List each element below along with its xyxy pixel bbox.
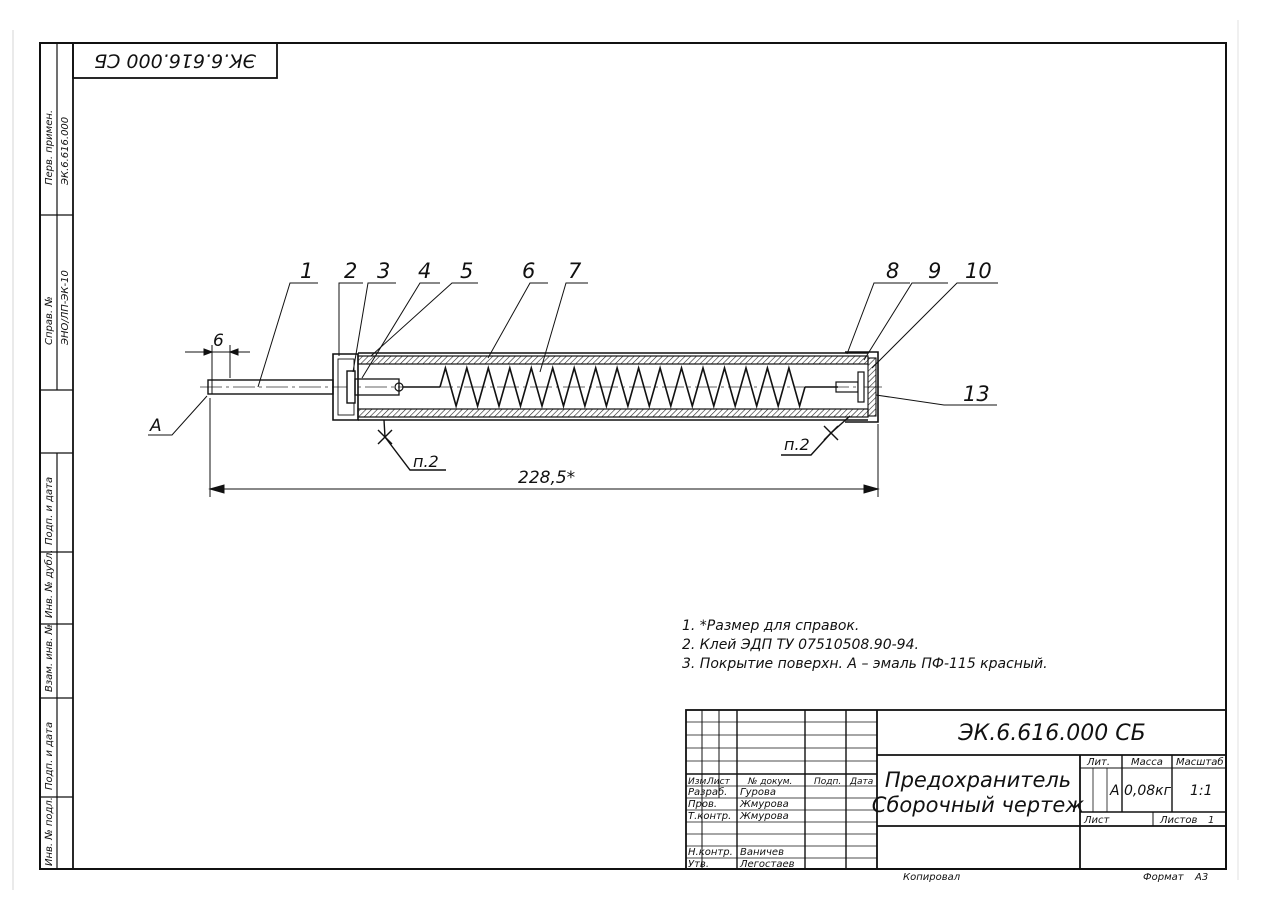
name-tkontr: Жмурова: [739, 811, 789, 822]
callout-numbers: 1 2 3 4 5 6 7 8 9 10 13: [300, 259, 992, 406]
role-utv: Утв.: [688, 859, 709, 870]
hdr-data: Дата: [849, 777, 873, 787]
right-cap-hatched: [867, 357, 877, 417]
callout-3: 3: [377, 259, 390, 283]
title-name-line1: Предохранитель: [885, 768, 1071, 792]
rotated-document-number: ЭК.6.616.000 СБ: [94, 50, 257, 72]
format-label: Формат: [1143, 872, 1185, 883]
leader-5: [370, 282, 478, 357]
inv-podl-label: Инв. № подл.: [44, 797, 55, 866]
title-block-headers: Изм. Лист № докум. Подп. Дата: [688, 777, 873, 787]
sheets-label: Листов: [1159, 815, 1197, 826]
callout-7: 7: [568, 259, 582, 283]
leader-9: [863, 282, 948, 361]
podp-data-label-1: Подп. и дата: [44, 477, 55, 545]
scale-value: 1:1: [1190, 783, 1213, 799]
inv-dubl-label: Инв. № дубл.: [43, 550, 55, 618]
glue-mark-left-label: п.2: [413, 452, 439, 471]
scale-label: Масштаб: [1176, 756, 1224, 768]
plunger-disc: [346, 370, 356, 404]
callout-leaders: [257, 282, 998, 406]
dimensions: [148, 345, 880, 497]
glue-mark-left: [377, 419, 446, 471]
sprav-value: ЭНО/ЛП-ЭК-10: [60, 270, 71, 346]
name-prov: Жмурова: [739, 799, 789, 810]
leader-13: [875, 394, 997, 406]
name-nkontr: Ваничев: [740, 847, 784, 858]
leader-10: [871, 282, 998, 369]
tube-wall-top: [357, 355, 869, 365]
dim6-arrow-right: [228, 348, 239, 356]
dim-6-label: 6: [213, 331, 224, 351]
leader-8: [846, 282, 910, 355]
vzam-inv-label: Взам. инв. №: [44, 624, 55, 692]
lit-value: А: [1109, 783, 1120, 799]
title-name-line2: Сборочный чертеж: [872, 793, 1084, 817]
role-prov: Пров.: [688, 799, 717, 810]
sheets-value: 1: [1208, 815, 1214, 826]
name-razrab: Гурова: [740, 787, 776, 798]
perv-primen-value: ЭК.6.616.000: [60, 117, 71, 186]
leader-6: [487, 282, 548, 359]
footer: Копировал Формат А3: [903, 872, 1208, 883]
note-3: 3. Покрытие поверхн. А – эмаль ПФ-115 кр…: [682, 656, 1048, 672]
sheet-label: Лист: [1083, 815, 1111, 826]
tube-wall-bottom: [357, 408, 869, 418]
right-cap: [845, 351, 879, 423]
callout-9: 9: [928, 259, 941, 283]
format-value: А3: [1194, 872, 1208, 883]
hdr-izm: Изм.: [688, 777, 709, 787]
callout-13: 13: [963, 382, 990, 406]
callout-2: 2: [344, 259, 357, 283]
surface-a-leader: [148, 395, 208, 436]
callout-4: 4: [418, 259, 431, 283]
overall-arrow-left: [208, 484, 225, 494]
hdr-list: Лист: [706, 777, 731, 787]
technical-notes: 1. *Размер для справок. 2. Клей ЭДП ТУ 0…: [682, 618, 1048, 672]
note-1: 1. *Размер для справок.: [682, 618, 859, 634]
outer-frame: [39, 42, 1227, 870]
rotated-number-box: [72, 42, 278, 79]
callout-6: 6: [522, 259, 535, 283]
hdr-doc: № докум.: [747, 777, 792, 787]
plunger-body: [354, 378, 400, 396]
podp-data-label-2: Подп. и дата: [44, 722, 55, 790]
perv-primen-label: Перв. примен.: [44, 110, 55, 185]
leader-2: [338, 282, 363, 356]
glue-mark-right-label: п.2: [784, 435, 810, 454]
leader-1: [257, 282, 318, 388]
dim-overall-label: 228,5*: [518, 468, 575, 488]
dim6-arrow-left: [203, 348, 214, 356]
glue-mark-right: [781, 415, 851, 456]
fuse-assembly: [200, 351, 885, 423]
hdr-podp: Подп.: [814, 777, 841, 787]
mass-value: 0,08кг: [1124, 783, 1172, 799]
leader-3: [352, 282, 396, 373]
callout-1: 1: [300, 259, 313, 283]
role-nkontr: Н.контр.: [688, 847, 733, 858]
copied-label: Копировал: [903, 872, 961, 883]
note-2: 2. Клей ЭДП ТУ 07510508.90-94.: [682, 637, 919, 653]
signature-rows: Разраб. Гурова Пров. Жмурова Т.контр. Жм…: [688, 786, 795, 870]
role-razrab: Разраб.: [688, 786, 727, 798]
lit-label: Лит.: [1086, 757, 1110, 768]
callout-10: 10: [965, 259, 992, 283]
leader-7: [539, 282, 588, 373]
spring: [439, 365, 806, 409]
role-tkontr: Т.контр.: [688, 811, 731, 822]
right-cap-plate: [857, 371, 865, 403]
title-block: [685, 709, 1227, 870]
mass-label: Масса: [1131, 757, 1163, 768]
overall-arrow-right: [863, 484, 880, 494]
name-utv: Легостаев: [739, 859, 795, 870]
sprav-label: Справ. №: [44, 296, 55, 345]
callout-8: 8: [886, 259, 899, 283]
callout-5: 5: [460, 259, 473, 283]
surface-a-label: А: [149, 416, 162, 436]
title-document-number: ЭК.6.616.000 СБ: [957, 721, 1145, 746]
lit-mass-scale: Лит. Масса Масштаб А 0,08кг 1:1 Лист Лис…: [1083, 756, 1224, 826]
